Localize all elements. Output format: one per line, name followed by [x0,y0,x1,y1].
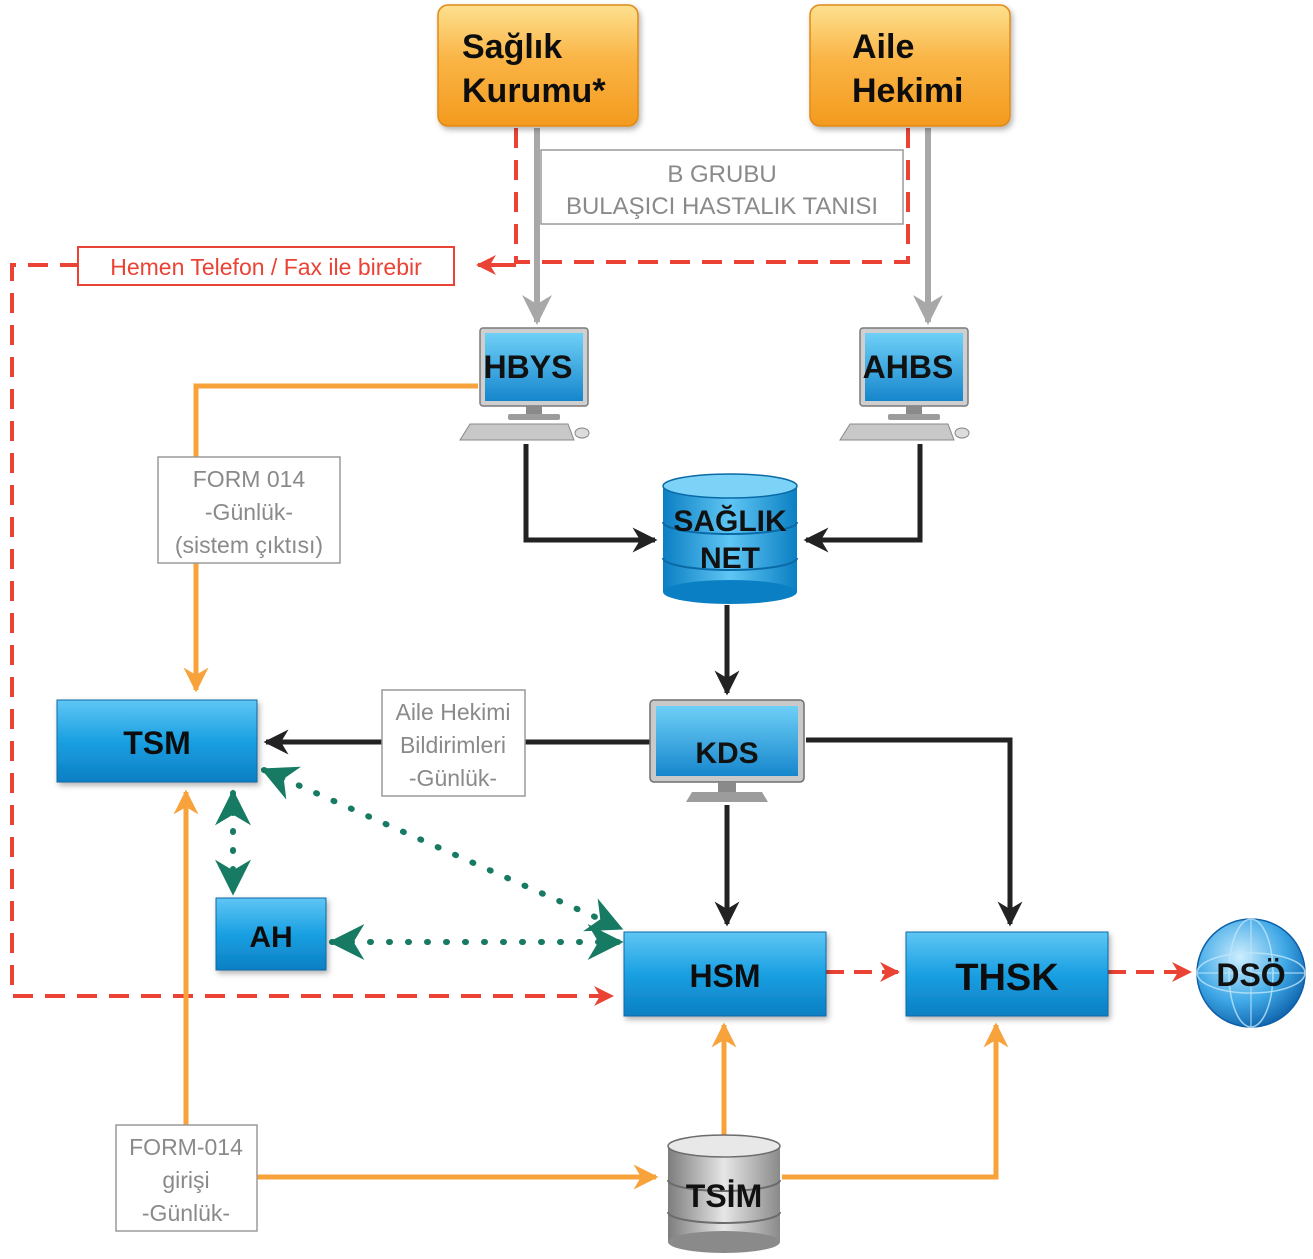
ah-node: AH [215,897,327,971]
kds-label: KDS [695,737,758,770]
tsim-database-icon: TSİM [667,1134,781,1253]
hbys-label: HBYS [484,349,573,385]
ahbs-label: AHBS [863,349,954,385]
aile-bildirim-label: Aile Hekimi Bildirimleri -Günlük- [381,689,526,797]
saglik-kurumu-node: Sağlık Kurumu* [437,4,639,127]
form014-giris-line1: FORM-014 [129,1134,243,1160]
hbys-computer-icon: HBYS [459,327,590,441]
saglik-kurumu-line1: Sağlık [462,28,562,66]
form014-line3: (sistem çıktısı) [175,532,323,558]
b-grubu-line1: B GRUBU [667,161,776,188]
form014-giris-line3: -Günlük- [142,1200,230,1226]
b-grubu-line2: BULAŞICI HASTALIK TANISI [566,193,878,220]
form014-line1: FORM 014 [193,466,306,492]
dso-label: DSÖ [1216,957,1285,993]
form014-giris-label: FORM-014 girişi -Günlük- [115,1124,258,1232]
thsk-node: THSK [905,931,1109,1017]
ah-label: AH [249,921,292,954]
black-ahbs-to-saglik-net [803,444,923,553]
form014-line2: -Günlük- [205,499,293,525]
saglik-net-database-icon: SAĞLIK NET [662,473,798,604]
aile-bildirim-line2: Bildirimleri [400,732,506,758]
tsm-label: TSM [123,725,191,761]
red-dashed-loop [514,128,910,264]
kds-monitor-icon: KDS [649,699,805,802]
form014-label: FORM 014 -Günlük- (sistem çıktısı) [157,456,341,564]
aile-hekimi-node: Aile Hekimi [809,4,1011,127]
telefon-label: Hemen Telefon / Fax ile birebir [77,246,455,286]
saglik-kurumu-line2: Kurumu* [462,72,606,110]
saglik-net-line1: SAĞLIK [673,504,787,538]
teal-tsm-hsm [260,766,624,932]
form014-giris-line2: girişi [162,1167,209,1193]
aile-bildirim-line1: Aile Hekimi [395,699,510,725]
telefon-text: Hemen Telefon / Fax ile birebir [110,254,422,280]
aile-bildirim-line3: -Günlük- [409,765,497,791]
b-grubu-label: B GRUBU BULAŞICI HASTALIK TANISI [540,149,904,225]
black-kds-to-thsk [806,737,1023,927]
thsk-label: THSK [955,957,1059,999]
orange-tsim-to-thsk [782,1022,1009,1180]
hsm-node: HSM [623,931,827,1017]
orange-hbys-to-tsm [183,383,478,693]
red-dashed-left-path [10,263,614,1006]
tsm-node: TSM [56,699,258,783]
aile-hekimi-line1: Aile [852,28,914,66]
tsim-label: TSİM [686,1178,762,1214]
hsm-label: HSM [689,958,760,994]
aile-hekimi-line2: Hekimi [852,72,964,110]
ahbs-computer-icon: AHBS [839,327,970,441]
black-hbys-to-saglik-net [523,444,658,553]
saglik-net-line2: NET [700,542,760,575]
dso-globe-icon: DSÖ [1196,918,1306,1028]
